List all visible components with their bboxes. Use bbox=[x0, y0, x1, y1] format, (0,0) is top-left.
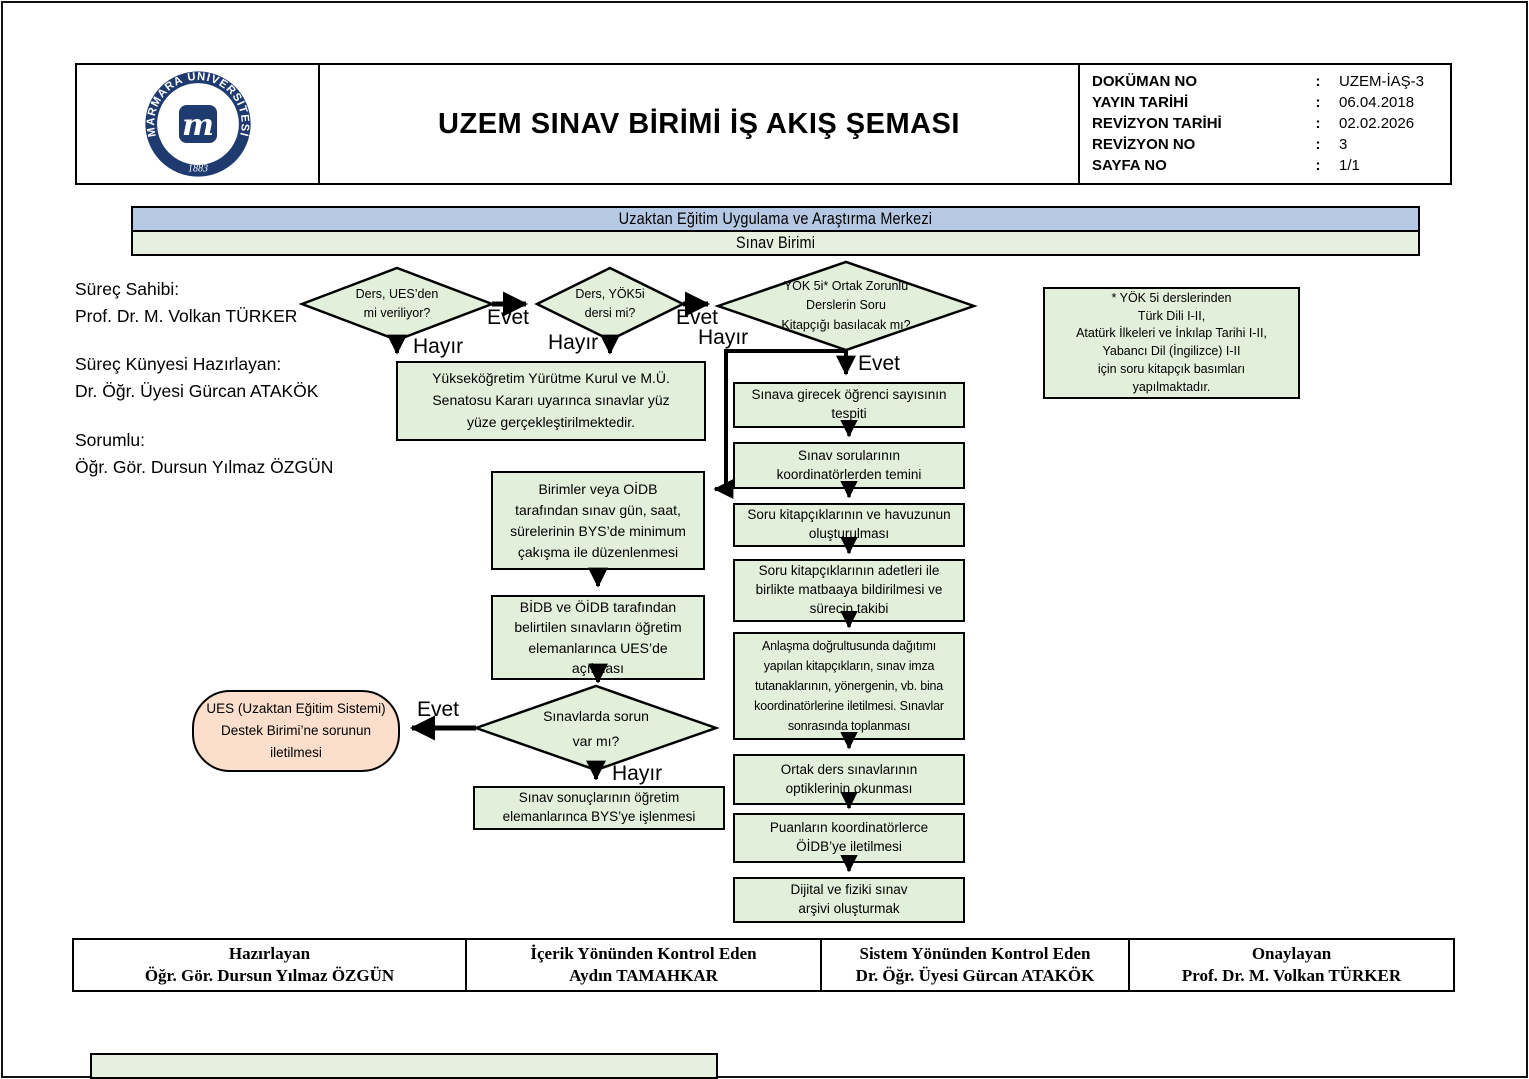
footer-cell-content-check: İçerik Yönünden Kontrol Eden Aydın TAMAH… bbox=[467, 940, 822, 990]
footer-name: Prof. Dr. M. Volkan TÜRKER bbox=[1181, 966, 1402, 985]
title-cell: UZEM SINAV BİRİMİ İŞ AKIŞ ŞEMASI bbox=[320, 65, 1080, 183]
footer-role: Sistem Yönünden Kontrol Eden bbox=[859, 944, 1091, 963]
doc-info-table: DOKÜMAN NO : UZEM-İAŞ-3 YAYIN TARİHİ : 0… bbox=[1080, 65, 1450, 183]
decision-shape-exam-problem bbox=[472, 684, 720, 772]
doc-info-row: SAYFA NO : 1/1 bbox=[1092, 156, 1450, 176]
doc-info-label: YAYIN TARİHİ bbox=[1092, 94, 1189, 112]
unit-banner: Sınav Birimi bbox=[131, 230, 1420, 256]
footer-name: Dr. Öğr. Üyesi Gürcan ATAKÖK bbox=[855, 966, 1095, 985]
process-box-exam-scheduling: Birimler veya OİDB tarafından sınav gün,… bbox=[491, 471, 705, 570]
doc-info-separator: : bbox=[1315, 73, 1321, 91]
doc-info-value: UZEM-İAŞ-3 bbox=[1339, 73, 1425, 91]
document-header: MARMARA ÜNİVERSİTESİ m 1883 UZEM SINAV B… bbox=[75, 63, 1452, 185]
doc-info-separator: : bbox=[1315, 94, 1321, 112]
process-owner-block: Süreç Sahibi: Prof. Dr. M. Volkan TÜRKER bbox=[75, 276, 297, 330]
decision-exam-problem: Sınavlarda sorun var mı? bbox=[543, 707, 649, 749]
responsible-name: Öğr. Gör. Dursun Yılmaz ÖZGÜN bbox=[75, 457, 334, 477]
responsible-label: Sorumlu: bbox=[75, 430, 146, 450]
decision-yok5i-course: Ders, YÖK5i dersi mi? bbox=[575, 287, 645, 320]
note-box-yok5i: * YÖK 5i derslerinden Türk Dili I-II, At… bbox=[1043, 287, 1300, 399]
decision-ues-course: Ders, UES’den mi veriliyor? bbox=[355, 287, 439, 320]
center-banner-label: Uzaktan Eğitim Uygulama ve Araştırma Mer… bbox=[618, 209, 933, 228]
edge-label-yes: Evet bbox=[417, 698, 460, 721]
marmara-university-logo-icon: MARMARA ÜNİVERSİTESİ m 1883 bbox=[145, 70, 251, 177]
doc-info-label: REVİZYON TARİHİ bbox=[1092, 114, 1222, 132]
edge-label-no: Hayır bbox=[548, 331, 599, 354]
decision-booklet-print: YÖK 5i* Ortak Zorunlu Derslerin Soru Kit… bbox=[781, 278, 911, 332]
next-section-bar bbox=[90, 1053, 718, 1079]
edge-label-yes: Evet bbox=[858, 352, 901, 375]
decision-shape-booklet-print bbox=[714, 260, 978, 352]
edge-label-no: Hayır bbox=[698, 326, 749, 349]
process-box-senato-decision: Yükseköğretim Yürütme Kurul ve M.Ü. Sena… bbox=[396, 361, 706, 441]
center-banner: Uzaktan Eğitim Uygulama ve Araştırma Mer… bbox=[131, 206, 1420, 232]
process-owner-label: Süreç Sahibi: bbox=[75, 279, 180, 299]
edge-label-no: Hayır bbox=[612, 762, 663, 785]
process-author-name: Dr. Öğr. Üyesi Gürcan ATAKÖK bbox=[75, 381, 319, 401]
logo-year: 1883 bbox=[187, 164, 207, 175]
logo-monogram-letter: m bbox=[182, 108, 214, 143]
doc-info-row: REVİZYON TARİHİ : 02.02.2026 bbox=[1092, 114, 1450, 134]
process-author-label: Süreç Künyesi Hazırlayan: bbox=[75, 354, 282, 374]
doc-info-separator: : bbox=[1315, 135, 1321, 153]
process-box-exam-archive: Dijital ve fiziki sınav arşivi oluşturma… bbox=[733, 877, 965, 923]
edge-label-no: Hayır bbox=[413, 335, 464, 358]
doc-info-value: 1/1 bbox=[1339, 156, 1360, 174]
doc-info-separator: : bbox=[1315, 156, 1321, 174]
footer-role: İçerik Yönünden Kontrol Eden bbox=[530, 944, 757, 963]
doc-info-value: 02.02.2026 bbox=[1339, 114, 1415, 132]
doc-info-label: SAYFA NO bbox=[1092, 156, 1167, 174]
edge-label-yes: Evet bbox=[487, 306, 530, 329]
flow-arrows bbox=[387, 291, 858, 873]
doc-info-row: YAYIN TARİHİ : 06.04.2018 bbox=[1092, 93, 1450, 113]
approval-footer: Hazırlayan Öğr. Gör. Dursun Yılmaz ÖZGÜN… bbox=[72, 938, 1455, 992]
page-title: UZEM SINAV BİRİMİ İŞ AKIŞ ŞEMASI bbox=[438, 107, 960, 140]
process-box-print-order: Soru kitapçıklarının adetleri ile birlik… bbox=[733, 559, 965, 622]
footer-cell-system-check: Sistem Yönünden Kontrol Eden Dr. Öğr. Üy… bbox=[822, 940, 1130, 990]
logo-monogram-tile bbox=[178, 104, 217, 144]
doc-info-row: REVİZYON NO : 3 bbox=[1092, 135, 1450, 155]
responsible-block: Sorumlu: Öğr. Gör. Dursun Yılmaz ÖZGÜN bbox=[75, 427, 333, 481]
process-box-bys-results: Sınav sonuçlarının öğretim elemanlarınca… bbox=[473, 786, 725, 830]
doc-info-row: DOKÜMAN NO : UZEM-İAŞ-3 bbox=[1092, 72, 1450, 92]
doc-info-label: REVİZYON NO bbox=[1092, 135, 1196, 153]
unit-banner-label: Sınav Birimi bbox=[735, 233, 816, 252]
doc-info-separator: : bbox=[1315, 114, 1321, 132]
process-box-distribution: Anlaşma doğrultusunda dağıtımı yapılan k… bbox=[733, 632, 965, 740]
footer-cell-approved-by: Onaylayan Prof. Dr. M. Volkan TÜRKER bbox=[1130, 940, 1453, 990]
doc-info-value: 3 bbox=[1339, 135, 1348, 153]
terminator-ues-support: UES (Uzaktan Eğitim Sistemi) Destek Biri… bbox=[192, 690, 400, 772]
footer-name: Aydın TAMAHKAR bbox=[569, 966, 718, 985]
footer-name: Öğr. Gör. Dursun Yılmaz ÖZGÜN bbox=[144, 966, 395, 985]
process-author-block: Süreç Künyesi Hazırlayan: Dr. Öğr. Üyesi… bbox=[75, 351, 318, 405]
process-box-scores-to-oidb: Puanların koordinatörlerce ÖİDB’ye ileti… bbox=[733, 813, 965, 863]
edge-d3-no bbox=[713, 349, 846, 499]
footer-role: Hazırlayan bbox=[228, 944, 311, 963]
footer-cell-prepared-by: Hazırlayan Öğr. Gör. Dursun Yılmaz ÖZGÜN bbox=[74, 940, 467, 990]
logo-cell: MARMARA ÜNİVERSİTESİ m 1883 bbox=[77, 65, 320, 183]
footer-role: Onaylayan bbox=[1251, 944, 1332, 963]
doc-info-label: DOKÜMAN NO bbox=[1092, 73, 1197, 91]
process-owner-name: Prof. Dr. M. Volkan TÜRKER bbox=[75, 306, 298, 326]
doc-info-value: 06.04.2018 bbox=[1339, 94, 1415, 112]
